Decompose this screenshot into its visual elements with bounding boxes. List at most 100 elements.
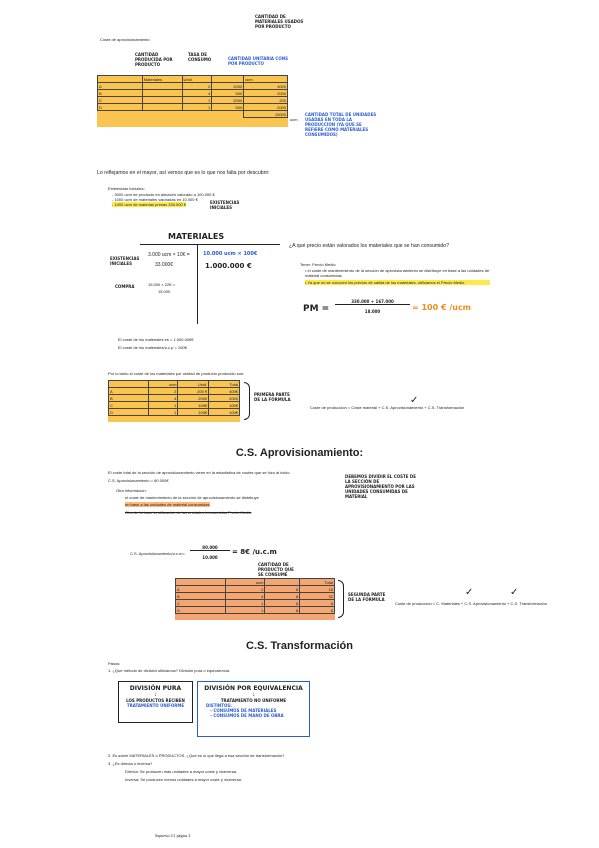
aprov-sub-item: en base a las unidades de material consu… xyxy=(125,502,210,507)
table-cell: C xyxy=(97,96,143,104)
table-cell: 2000 xyxy=(211,82,245,90)
t-account-top xyxy=(140,244,280,246)
inversa: Inversa: Se producen menos unidades a ma… xyxy=(125,777,242,782)
table-row: C 1 2000 200 xyxy=(97,96,288,104)
table-row: C 1 100€ 100€ xyxy=(108,401,240,409)
aprov-sub-label: Otra información: xyxy=(116,488,147,493)
materiales-title: MATERIALES xyxy=(168,232,225,241)
table-cell: 200 xyxy=(243,96,288,104)
table-cell: 8 xyxy=(264,592,301,600)
aprov-line2: C.S. Aprovisionamiento = 80.000€ xyxy=(108,478,169,483)
aprov-sub-item: Otra de la base la utilización de las un… xyxy=(125,510,252,515)
box2-item: – CONSUMOS DE MATERIALES xyxy=(210,708,277,713)
table-cell: 100€ xyxy=(208,401,240,409)
total-unit: ucm xyxy=(290,117,298,122)
table-header-row: ucm Total xyxy=(175,578,335,586)
table-cell: 400€ xyxy=(208,387,240,395)
table-row: D 1 100€ 100€ xyxy=(108,408,240,416)
question: ¿A qué precio están valorados los materi… xyxy=(289,243,450,249)
top-header: Coste de aprovisionamiento xyxy=(100,37,150,42)
label-compra: COMPRA xyxy=(115,284,135,289)
table-row: D 1 8 8 xyxy=(175,606,335,614)
annotation-first-part: PRIMERA PARTE DE LA FÓRMULA xyxy=(254,392,291,402)
table-cell: 2 xyxy=(147,387,179,395)
annotation-total: CANTIDAD TOTAL DE UNIDADES USADAS EN TOD… xyxy=(305,112,377,137)
aprov-line1: El coste total de la sección de aprovisi… xyxy=(108,470,291,475)
aprov-annotation: DEBEMOS DIVIDIR EL COSTE DE LA SECCIÓN D… xyxy=(345,474,416,499)
table-cell: 100€ xyxy=(177,401,210,409)
check-icon: ✓ xyxy=(410,395,419,406)
box1-sub: LOS PRODUCTOS RECIBEN xyxy=(126,698,185,703)
annotation-cant-prod: CANTIDAD PRODUCIDA POR PRODUCTO xyxy=(135,52,173,67)
reflect-bullet: - 1000 ucm de materias primas 330.000 € xyxy=(112,202,187,207)
table-header: Total xyxy=(299,578,335,586)
aprov-title: C.S. Aprovisionamiento: xyxy=(235,447,364,459)
aprov-sub-item: el coste de mantenimiento de la sección … xyxy=(125,495,259,500)
arrow-down-icon: ↓ xyxy=(154,692,157,698)
annotation-cant-unit: CANTIDAD UNITARIA CONS POR PRODUCTO xyxy=(228,56,288,66)
table-header xyxy=(264,578,301,586)
table-cell: 8 xyxy=(299,606,335,614)
brace xyxy=(244,382,250,420)
table-cell: D xyxy=(97,103,143,111)
ei-line: 3.000 ucm × 10€ = xyxy=(148,252,190,258)
arrow-down-icon: ↓ xyxy=(252,692,255,698)
table-header xyxy=(211,75,245,83)
table-cell: 4 xyxy=(181,89,213,97)
table-cell: C xyxy=(175,599,226,607)
annotation-total-mp: CANTIDAD DE MATERIALES USADOS POR PRODUC… xyxy=(255,14,304,29)
table-header: ucm xyxy=(243,75,288,83)
table-cell: A xyxy=(175,585,226,593)
table-total-row: 10000 xyxy=(98,110,288,118)
table-cell: B xyxy=(108,394,149,402)
ucm-den: 10.000 xyxy=(202,555,218,560)
table-cell: B xyxy=(97,89,143,97)
table-cell: 2 xyxy=(181,82,213,90)
table-row: D 1 500 2000 xyxy=(97,103,288,111)
t-account-divider xyxy=(197,244,199,324)
unidad-text: Por lo tanto el coste de los materiales … xyxy=(108,371,245,376)
pm-result: = 100 € /ucm xyxy=(412,303,472,312)
pm-den: 18.000 xyxy=(364,309,381,314)
step-2: 2. Es sobre MATERIALES o PRODUCTOS. ¿Qué… xyxy=(108,753,285,758)
table-cell: B xyxy=(175,592,226,600)
table-cell: 500 xyxy=(211,89,245,97)
table-row: B 4 8 32 xyxy=(175,592,335,600)
table-cell: 1 xyxy=(181,103,213,111)
formula-1: Coste de producción = Coste material + C… xyxy=(310,405,465,410)
table-header xyxy=(97,75,143,83)
table-cell: D xyxy=(175,606,226,614)
table-row: A 2 2000 4000 xyxy=(97,82,288,90)
brace xyxy=(338,580,344,618)
table-cell: 1 xyxy=(224,599,266,607)
table-cell: 4000 xyxy=(243,82,288,90)
table-cell: 2000 xyxy=(243,103,288,111)
pm-num: 330.000 + 167.000 xyxy=(335,299,410,305)
ucm-label: C.S. Aprovisionamiento/u.c.m= xyxy=(130,551,185,556)
table-header: ucm xyxy=(224,578,266,586)
table-cell xyxy=(141,96,183,104)
annotation-tasa: TASA DE CONSUMO xyxy=(188,52,212,62)
table-cell: 1 xyxy=(147,401,179,409)
table-header: Materiales xyxy=(141,75,183,83)
coste-line2: El coste de los materiales/u.c.p = 100€ xyxy=(118,345,187,350)
check-icon: ✓ xyxy=(465,587,474,598)
table-header: Unid. xyxy=(177,380,210,388)
table-header xyxy=(108,380,149,388)
ucm-result: = 8€ /u.c.m xyxy=(232,548,277,556)
top-table: Materiales Unid. ucm A 2 2000 4000 B 4 5… xyxy=(97,75,288,118)
annotation-ei: EXISTENCIAS INICIALES xyxy=(210,200,240,210)
reflect-text: Lo reflejamos en el mayor, así vemos que… xyxy=(97,170,270,176)
table-cell: 2000 xyxy=(208,394,240,402)
table-cell: 16 xyxy=(299,585,335,593)
table-cell: 200 € xyxy=(177,387,210,395)
check-icon: ✓ xyxy=(510,587,519,598)
table-header-row: ucm Unid. Total xyxy=(108,380,240,388)
table-cell: 4 xyxy=(147,394,179,402)
box-division-equivalencia: DIVISIÓN POR EQUIVALENCIA ↓ TRATAMIENTO … xyxy=(197,681,310,737)
table-row: B 4 2000 2000 xyxy=(108,394,240,402)
table-cell: 500 xyxy=(211,103,245,111)
table-cell: 8 xyxy=(264,585,301,593)
table-header xyxy=(175,578,226,586)
compra-total: 15.000 xyxy=(158,289,171,294)
